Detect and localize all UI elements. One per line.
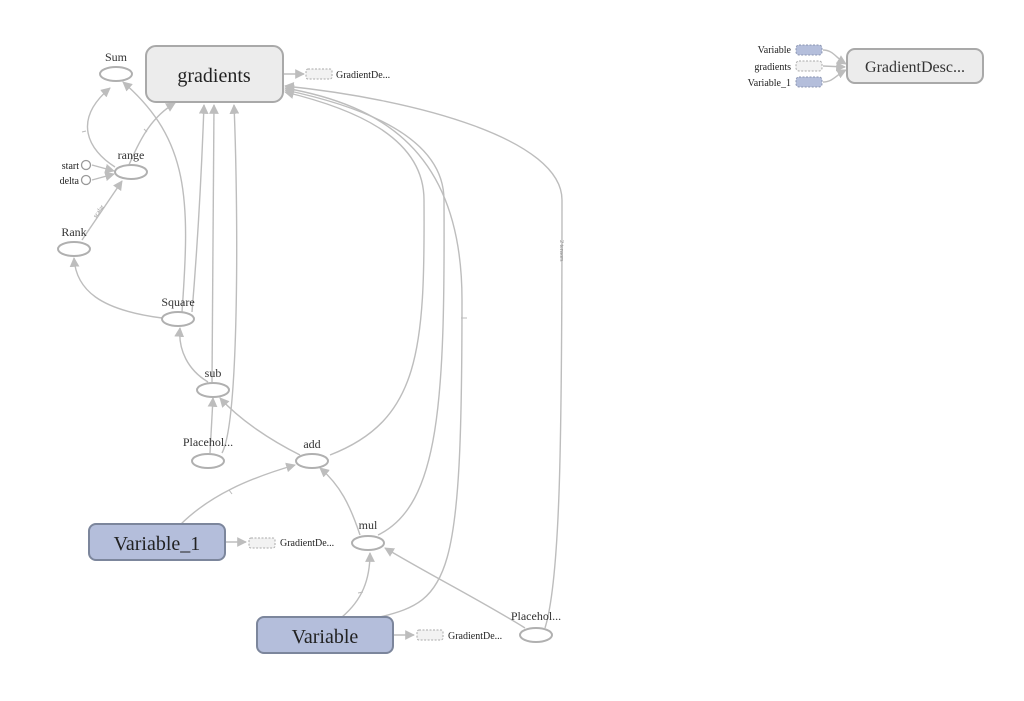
edges xyxy=(69,49,847,640)
variable-1-node[interactable]: Variable_1 xyxy=(88,523,226,561)
edge-tick xyxy=(357,591,364,594)
variable-1-output-stub[interactable]: GradientDe... xyxy=(248,537,334,549)
variable-stub-box[interactable] xyxy=(416,629,444,641)
sub-ellipse[interactable] xyxy=(196,382,230,398)
sub-label: sub xyxy=(205,366,222,380)
gradients-label: gradients xyxy=(177,65,251,87)
gradients-node[interactable]: gradients xyxy=(145,45,284,103)
variable-1-box[interactable] xyxy=(88,523,226,561)
input-variable-stub[interactable] xyxy=(795,44,823,56)
input-variable-1-label: Variable_1 xyxy=(748,78,791,89)
placeholder-2-node[interactable]: Placehol... xyxy=(511,609,561,643)
placeholder-1-label: Placehol... xyxy=(183,435,233,449)
variable-stub-label: GradientDe... xyxy=(448,631,502,642)
delta-circle[interactable] xyxy=(80,174,92,186)
input-gradients-stub[interactable] xyxy=(795,60,823,72)
gradient-descent-node[interactable]: GradientDesc... xyxy=(846,48,984,84)
edge-sub-square xyxy=(174,327,209,383)
placeholder-2-ellipse[interactable] xyxy=(519,627,553,643)
variable-label: Variable xyxy=(292,626,359,648)
edge-panel-variable xyxy=(822,49,847,65)
edge-add-sub xyxy=(219,397,301,456)
edge-placeholder-sub xyxy=(207,397,218,454)
rank-node[interactable]: Rank xyxy=(57,225,91,257)
gradient-descent-box[interactable] xyxy=(846,48,984,84)
edge-variable1-add xyxy=(179,462,296,526)
square-node[interactable]: Square xyxy=(161,295,195,327)
edge-tick xyxy=(143,128,148,133)
edge-placeholder2-gradients xyxy=(284,82,563,629)
edge-tick xyxy=(81,130,87,133)
delta-const[interactable]: delta xyxy=(60,174,92,188)
gradients-output-stub[interactable]: GradientDe... xyxy=(305,68,390,81)
variable-output-stub[interactable]: GradientDe... xyxy=(416,629,502,642)
add-label: add xyxy=(303,437,320,451)
edge-label-scalar: scalar xyxy=(93,204,106,219)
edge-range-sum xyxy=(86,87,116,168)
gradients-stub-label: GradientDe... xyxy=(336,70,390,81)
variable-box[interactable] xyxy=(256,616,394,654)
edge-tick xyxy=(228,489,233,495)
mul-node[interactable]: mul xyxy=(351,518,385,551)
input-variable-label: Variable xyxy=(758,45,792,56)
mul-label: mul xyxy=(359,518,378,532)
variable-1-label: Variable_1 xyxy=(114,533,201,555)
gradients-box[interactable] xyxy=(145,45,284,103)
placeholder-1-ellipse[interactable] xyxy=(191,453,225,469)
start-label: start xyxy=(62,161,79,172)
gradients-stub-box[interactable] xyxy=(305,68,333,80)
range-node[interactable]: range xyxy=(114,148,148,180)
edge-rank-range xyxy=(81,180,123,241)
edge-placeholder2-mul xyxy=(384,547,526,629)
start-const[interactable]: start xyxy=(62,159,92,173)
mul-ellipse[interactable] xyxy=(351,535,385,551)
add-node[interactable]: add xyxy=(295,437,329,469)
rank-ellipse[interactable] xyxy=(57,241,91,257)
edge-add-gradients xyxy=(284,89,425,456)
rank-label: Rank xyxy=(61,225,86,239)
edge-sub-gradients xyxy=(209,104,219,383)
edge-mul-add xyxy=(319,467,361,536)
sum-node[interactable]: Sum xyxy=(99,50,133,82)
sub-node[interactable]: sub xyxy=(196,366,230,398)
edge-square-sum xyxy=(122,81,187,313)
edge-variable-gradients xyxy=(284,84,463,618)
edge-range-gradients xyxy=(127,102,176,168)
add-ellipse[interactable] xyxy=(295,453,329,469)
square-label: Square xyxy=(161,295,194,309)
placeholder-1-node[interactable]: Placehol... xyxy=(183,435,233,469)
edge-panel-variable1 xyxy=(822,69,847,83)
start-circle[interactable] xyxy=(80,159,92,171)
edge-square-gradients xyxy=(191,104,209,313)
edge-variable-mul xyxy=(341,552,375,618)
sum-label: Sum xyxy=(105,50,128,64)
edge-delta-range xyxy=(91,171,115,182)
range-label: range xyxy=(118,148,145,162)
range-ellipse[interactable] xyxy=(114,164,148,180)
variable-1-stub-label: GradientDe... xyxy=(280,538,334,549)
gradient-descent-inputs: Variable gradients Variable_1 xyxy=(748,44,823,89)
square-ellipse[interactable] xyxy=(161,311,195,327)
edge-label-2-tensors: 2 tensors xyxy=(558,240,564,262)
placeholder-2-label: Placehol... xyxy=(511,609,561,623)
edge-placeholder-gradients xyxy=(221,104,240,454)
input-variable-1-stub[interactable] xyxy=(795,76,823,88)
edge-square-rank xyxy=(69,257,163,319)
edge-start-range xyxy=(91,163,115,174)
delta-label: delta xyxy=(60,176,80,187)
variable-1-stub-box[interactable] xyxy=(248,537,276,549)
input-gradients-label: gradients xyxy=(754,62,791,73)
variable-node[interactable]: Variable xyxy=(256,616,394,654)
edge-panel-gradients xyxy=(822,61,846,72)
sum-ellipse[interactable] xyxy=(99,66,133,82)
gradient-descent-label: GradientDesc... xyxy=(865,59,965,76)
